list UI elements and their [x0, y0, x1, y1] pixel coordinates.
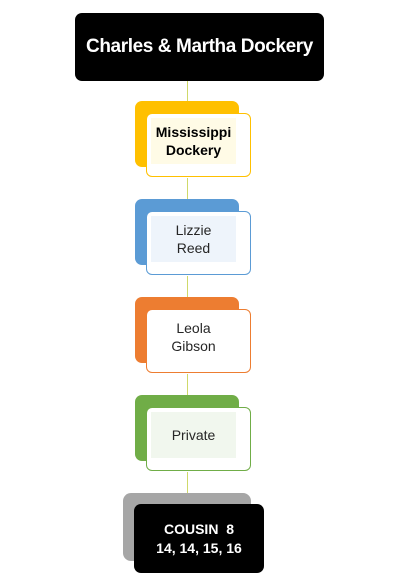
node-label: Mississippi Dockery [151, 118, 236, 164]
node-card: Private [146, 407, 251, 471]
final-node-subtitle: 14, 14, 15, 16 [156, 539, 242, 556]
connector-line [187, 80, 188, 102]
node-label: Private [151, 412, 236, 458]
node-label-line: Reed [176, 240, 211, 256]
node-mississippi-dockery: Mississippi Dockery [135, 101, 253, 179]
root-node-label: Charles & Martha Dockery [86, 36, 313, 57]
node-card: Lizzie Reed [146, 211, 251, 275]
connector-line [187, 374, 188, 396]
node-label-line: Lizzie [175, 222, 212, 238]
node-lizzie-reed: Lizzie Reed [135, 199, 253, 277]
connector-line [187, 276, 188, 298]
connector-line [187, 472, 188, 494]
node-label-line: Dockery [165, 142, 222, 158]
connector-line [187, 178, 188, 202]
final-node-cousin: COUSIN 8 14, 14, 15, 16 [123, 493, 265, 573]
node-private: Private [135, 395, 253, 473]
node-leola-gibson: Leola Gibson [135, 297, 253, 375]
node-label-line: Gibson [171, 338, 216, 354]
final-node-card: COUSIN 8 14, 14, 15, 16 [134, 504, 264, 573]
root-node: Charles & Martha Dockery [75, 13, 324, 81]
node-card: Leola Gibson [146, 309, 251, 373]
node-label-line: Private [171, 427, 216, 443]
node-label: Leola Gibson [151, 314, 236, 360]
node-label: Lizzie Reed [151, 216, 236, 262]
final-node-title: COUSIN 8 [163, 520, 234, 537]
node-label-line: Leola [176, 320, 211, 336]
node-card: Mississippi Dockery [146, 113, 251, 177]
node-label-line: Mississippi [155, 124, 232, 140]
